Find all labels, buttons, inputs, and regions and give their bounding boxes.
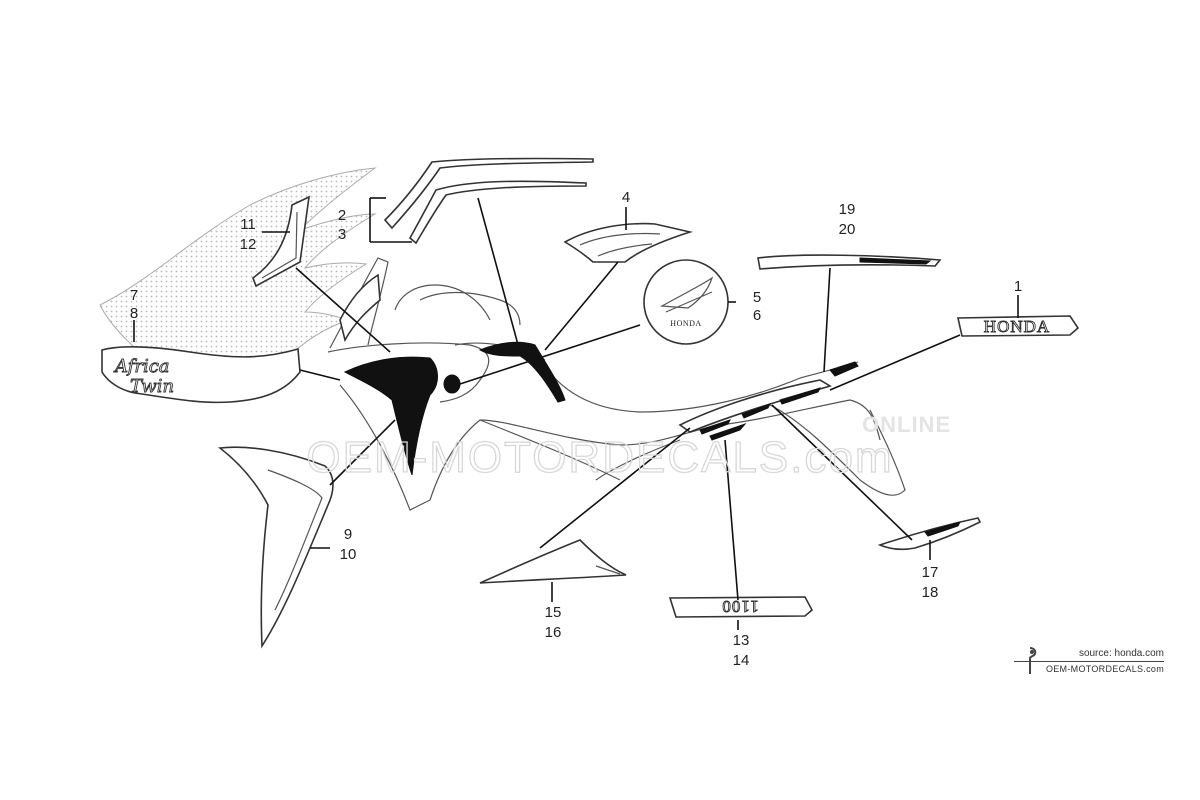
part-11-12-strip-decal bbox=[252, 195, 310, 288]
part-4-script-decal bbox=[563, 222, 694, 263]
script-bottom-text: Twin bbox=[130, 376, 174, 397]
part-7-8-tank-script-decal: Africa Twin bbox=[101, 346, 301, 404]
callout-6: 6 bbox=[753, 307, 761, 324]
part-17-18-tail-decal bbox=[877, 517, 982, 551]
leader-lines bbox=[133, 197, 1019, 630]
callout-12: 12 bbox=[240, 236, 257, 253]
watermark-small-text: ONLINE bbox=[862, 412, 951, 437]
callout-15: 15 bbox=[545, 604, 562, 621]
callout-18: 18 bbox=[922, 584, 939, 601]
shroud-black-panel bbox=[343, 341, 566, 476]
callout-2: 2 bbox=[338, 207, 346, 224]
part-9-10-side-panel-decal bbox=[217, 446, 334, 649]
watermark-main-text: OEM-MOTORDECALS.com bbox=[306, 433, 893, 482]
part-19-20-long-stripe bbox=[757, 254, 942, 270]
site-logo-icon bbox=[1029, 647, 1037, 674]
wing-badge-text: HONDA bbox=[670, 319, 701, 328]
callout-11: 11 bbox=[240, 216, 256, 233]
part-13-14-tail-stripes bbox=[678, 361, 859, 441]
script-top-text: Africa bbox=[113, 356, 170, 377]
model-number-text: 1100 bbox=[721, 597, 758, 616]
callout-16: 16 bbox=[545, 624, 562, 641]
part-2-3-stripe-decals bbox=[383, 157, 594, 245]
callout-4: 4 bbox=[622, 189, 630, 206]
part-15-16-lower-decal bbox=[479, 539, 627, 584]
callout-17: 17 bbox=[922, 564, 939, 581]
part-5-6-wing-badge: HONDA bbox=[643, 259, 729, 345]
callout-3: 3 bbox=[338, 226, 346, 243]
site-text: OEM-MOTORDECALS.com bbox=[1045, 664, 1164, 674]
callout-14: 14 bbox=[733, 652, 750, 669]
source-text: source: honda.com bbox=[1014, 648, 1164, 662]
source-note: source: honda.com OEM-MOTORDECALS.com bbox=[1014, 648, 1164, 674]
callout-20: 20 bbox=[839, 221, 856, 238]
callout-13: 13 bbox=[733, 632, 750, 649]
callout-8: 8 bbox=[130, 305, 138, 322]
watermark: ONLINE OEM-MOTORDECALS.com bbox=[306, 412, 951, 483]
callout-10: 10 bbox=[340, 546, 357, 563]
callout-9: 9 bbox=[344, 526, 352, 543]
callout-numbers: 1 2 3 4 5 6 7 8 9 10 11 12 13 14 15 16 1… bbox=[130, 189, 1022, 669]
honda-wordmark-text: HONDA bbox=[984, 317, 1050, 336]
callout-7: 7 bbox=[130, 287, 138, 304]
part-1-honda-wordmark-decal: HONDA bbox=[957, 315, 1080, 337]
callout-19: 19 bbox=[839, 201, 856, 218]
callout-1: 1 bbox=[1014, 278, 1022, 295]
callout-5: 5 bbox=[753, 289, 761, 306]
part-13-14-model-badge: 1100 bbox=[668, 596, 814, 618]
dotted-wing-decal bbox=[99, 167, 377, 361]
